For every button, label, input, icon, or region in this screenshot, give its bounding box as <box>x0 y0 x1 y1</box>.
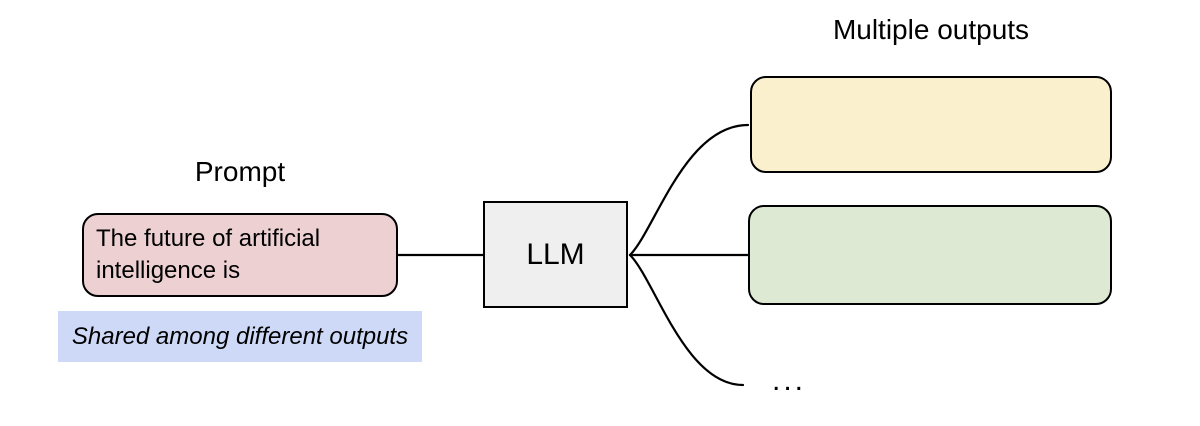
prompt-note-text: Shared among different outputs <box>71 322 409 350</box>
output-box-green <box>748 205 1112 305</box>
llm-to-yellow-output-curve <box>628 123 750 257</box>
llm-to-more-outputs-curve <box>628 253 745 387</box>
prompt-box-text: The future of artificial intelligence is <box>96 225 321 284</box>
prompt-box: The future of artificial intelligence is <box>82 213 398 297</box>
more-outputs-ellipsis: ... <box>772 364 807 397</box>
prompt-note-highlight: Shared among different outputs <box>58 311 422 362</box>
output-box-yellow <box>750 76 1112 173</box>
llm-box: LLM <box>483 201 628 308</box>
multiple-outputs-label: Multiple outputs <box>832 14 1030 45</box>
llm-label: LLM <box>526 237 585 271</box>
prompt-label: Prompt <box>194 156 286 187</box>
